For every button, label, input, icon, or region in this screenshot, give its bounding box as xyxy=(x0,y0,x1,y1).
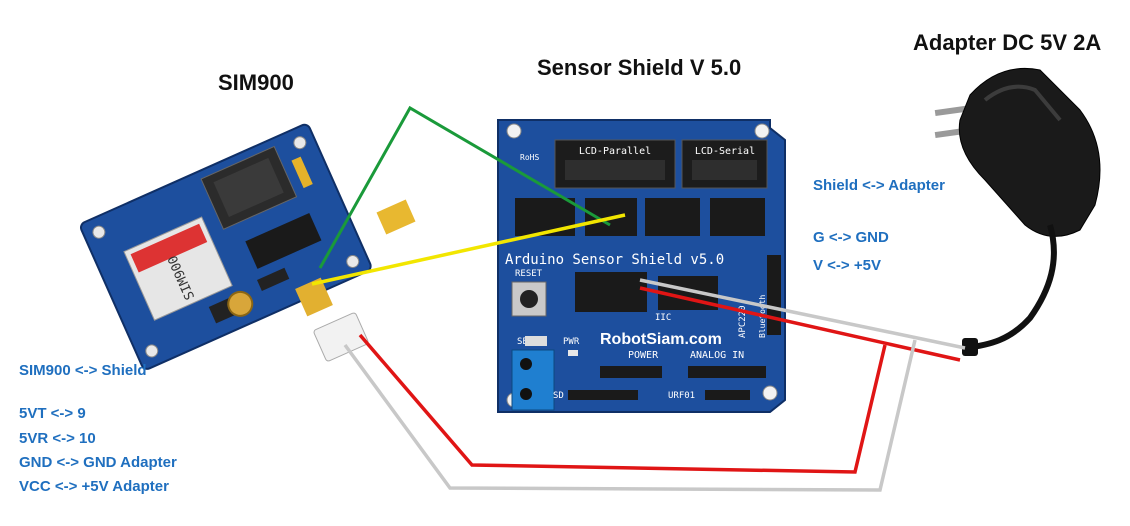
arduino-sensor-shield-label: Arduino Sensor Shield v5.0 xyxy=(505,252,724,268)
vr-10-note: 5VR <-> 10 xyxy=(19,430,96,447)
white-connector xyxy=(313,312,369,362)
adapter-title: Adapter DC 5V 2A xyxy=(913,30,1102,55)
analog-in-header xyxy=(688,366,766,378)
antenna-connector xyxy=(227,290,254,317)
power-terminal-block xyxy=(511,349,555,411)
g-gnd-note: G <-> GND xyxy=(813,229,889,246)
sim900-pin-header xyxy=(376,199,416,235)
sim900-module: SIM900 xyxy=(80,123,372,370)
digital-pins-a xyxy=(515,198,575,236)
power-adapter xyxy=(934,67,1101,356)
vcc-adapter-note: VCC <-> +5V Adapter xyxy=(19,478,169,495)
wire-yellow-rx xyxy=(311,213,626,286)
wire-red-vcc xyxy=(639,286,961,362)
shield-adapter-header: Shield <-> Adapter xyxy=(813,177,945,194)
wire-gray-gnd xyxy=(639,278,966,350)
gnd-adapter-note: GND <-> GND Adapter xyxy=(19,454,177,471)
sensor-shield-board: LCD-Parallel LCD-Serial RoHS Arduino Sen… xyxy=(497,119,786,413)
sensor-shield-title: Sensor Shield V 5.0 xyxy=(537,55,742,80)
sd-label: SD xyxy=(553,391,564,401)
power-label: POWER xyxy=(628,350,659,361)
robotsiam-label: RobotSiam.com xyxy=(600,331,722,348)
sim900-title: SIM900 xyxy=(218,70,294,95)
apc220-label: APC220 xyxy=(738,305,748,338)
digital-pins-c xyxy=(645,198,700,236)
apc220-header xyxy=(767,255,781,335)
analog-pins xyxy=(575,272,647,312)
wire-gray-adapter-to-sim xyxy=(343,339,917,492)
power-header xyxy=(600,366,662,378)
iic-label: IIC xyxy=(655,313,671,323)
wire-red-adapter-to-sim xyxy=(358,333,887,474)
pwr-led xyxy=(568,350,578,356)
lcd-parallel-label: LCD-Parallel xyxy=(579,146,651,157)
digital-pins-d xyxy=(710,198,765,236)
sim-shield-header: SIM900 <-> Shield xyxy=(19,362,147,379)
reset-label: RESET xyxy=(515,269,543,279)
rohs-label: RoHS xyxy=(520,153,539,162)
v-5v-note: V <-> +5V xyxy=(813,257,881,274)
urf01-header xyxy=(705,390,750,400)
lcd-serial-label: LCD-Serial xyxy=(695,146,755,157)
sd-header xyxy=(568,390,638,400)
analog-in-label: ANALOG IN xyxy=(690,350,744,361)
wire-green-tx xyxy=(318,105,611,269)
vt-9-note: 5VT <-> 9 xyxy=(19,405,86,422)
pwr-label: PWR xyxy=(563,337,580,347)
urf01-label: URF01 xyxy=(668,391,695,401)
